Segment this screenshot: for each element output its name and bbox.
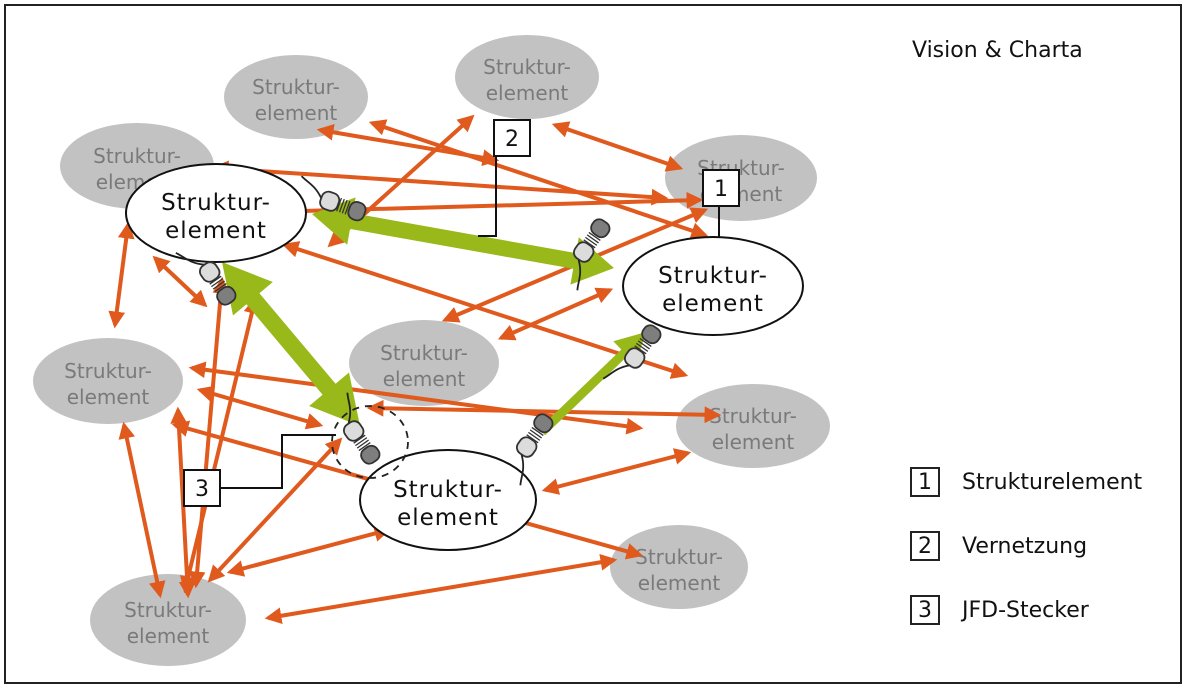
network-arrow xyxy=(551,121,684,172)
structure-element: Struktur-element xyxy=(455,35,599,119)
network-arrow xyxy=(152,255,208,308)
node-label-line1: Struktur- xyxy=(93,144,181,168)
callout-box xyxy=(183,469,221,507)
jfd-plug-icon xyxy=(573,218,611,291)
legend-number-box: 3 xyxy=(910,595,940,625)
network-arrow xyxy=(264,553,618,625)
jfd-plug-icon xyxy=(300,175,367,222)
node-label-line1: Struktur- xyxy=(380,341,468,365)
callout-box xyxy=(702,169,740,207)
node-ellipse xyxy=(33,338,183,424)
network-arrow xyxy=(366,399,722,424)
node-label-line1: Struktur- xyxy=(161,190,271,216)
node-label-line2: element xyxy=(486,81,569,105)
network-arrow xyxy=(118,421,166,599)
node-label-line1: Struktur- xyxy=(483,55,571,79)
node-label-line1: Struktur- xyxy=(635,545,723,569)
network-arrow xyxy=(179,296,261,594)
node-label-line2: element xyxy=(397,505,499,531)
node-label-line2: element xyxy=(255,101,338,125)
node-label-line2: element xyxy=(165,218,267,244)
node-label-line2: element xyxy=(638,571,721,595)
network-arrow xyxy=(541,448,692,495)
node-label-line1: Struktur- xyxy=(252,75,340,99)
callout-number: 1 xyxy=(714,177,728,202)
node-ellipse xyxy=(359,449,537,551)
network-arrow xyxy=(108,221,135,329)
structure-element: Struktur-element xyxy=(33,338,183,424)
callout-number: 3 xyxy=(195,477,209,502)
main-structure-element: Struktur-element xyxy=(359,449,537,551)
node-label-line1: Struktur- xyxy=(658,263,768,289)
node-label-line1: Struktur- xyxy=(124,598,212,622)
node-label-line1: Struktur- xyxy=(709,404,797,428)
network-arrow xyxy=(368,119,709,239)
structure-element: Struktur-element xyxy=(90,574,246,666)
legend-number-box: 1 xyxy=(910,467,940,497)
network-arrow xyxy=(497,287,614,341)
legend-label: Strukturelement xyxy=(962,469,1143,495)
jfd-plug-icon xyxy=(602,324,662,380)
node-label-line2: element xyxy=(712,430,795,454)
legend-item-vernetzung: 2 Vernetzung xyxy=(910,530,1087,562)
structure-element: Struktur-element xyxy=(676,384,830,468)
plug-connection-arrow xyxy=(538,332,646,436)
node-label-line2: element xyxy=(383,367,466,391)
callout-leader xyxy=(220,434,336,489)
highlight-circle xyxy=(331,405,409,479)
main-structure-element: Struktur-element xyxy=(622,236,804,336)
node-ellipse xyxy=(610,525,748,609)
network-arrow xyxy=(196,385,324,430)
node-label-line1: Struktur- xyxy=(393,477,503,503)
legend-number-box: 2 xyxy=(910,531,940,561)
plug-connection-arrow xyxy=(222,262,360,426)
structure-element: Struktur-element xyxy=(665,135,817,221)
node-ellipse xyxy=(455,35,599,119)
structure-element: Struktur-element xyxy=(610,525,748,609)
callout-number: 2 xyxy=(505,127,519,152)
node-ellipse xyxy=(125,163,307,263)
legend-item-jfd-stecker: 3 JFD-Stecker xyxy=(910,594,1089,626)
legend-label: Vernetzung xyxy=(962,533,1088,559)
jfd-plug-icon xyxy=(343,392,381,465)
node-label-line2: element xyxy=(127,624,210,648)
legend-item-strukturelement: 1 Strukturelement xyxy=(910,466,1142,498)
callout-box xyxy=(493,119,531,157)
node-label-line2: element xyxy=(662,291,764,317)
diagram-title: Vision & Charta xyxy=(912,38,1083,63)
plug-connection-arrow xyxy=(312,197,614,285)
jfd-plug-icon xyxy=(175,252,237,306)
jfd-plug-icon xyxy=(516,413,554,486)
legend-label: JFD-Stecker xyxy=(962,597,1089,623)
structure-element: Struktur-element xyxy=(224,55,368,139)
network-arrow xyxy=(226,525,392,577)
callout-leader xyxy=(478,156,497,237)
node-label-line1: Struktur- xyxy=(64,359,152,383)
main-structure-element: Struktur-element xyxy=(125,163,307,263)
node-ellipse xyxy=(622,236,804,336)
node-label-line2: element xyxy=(67,385,150,409)
